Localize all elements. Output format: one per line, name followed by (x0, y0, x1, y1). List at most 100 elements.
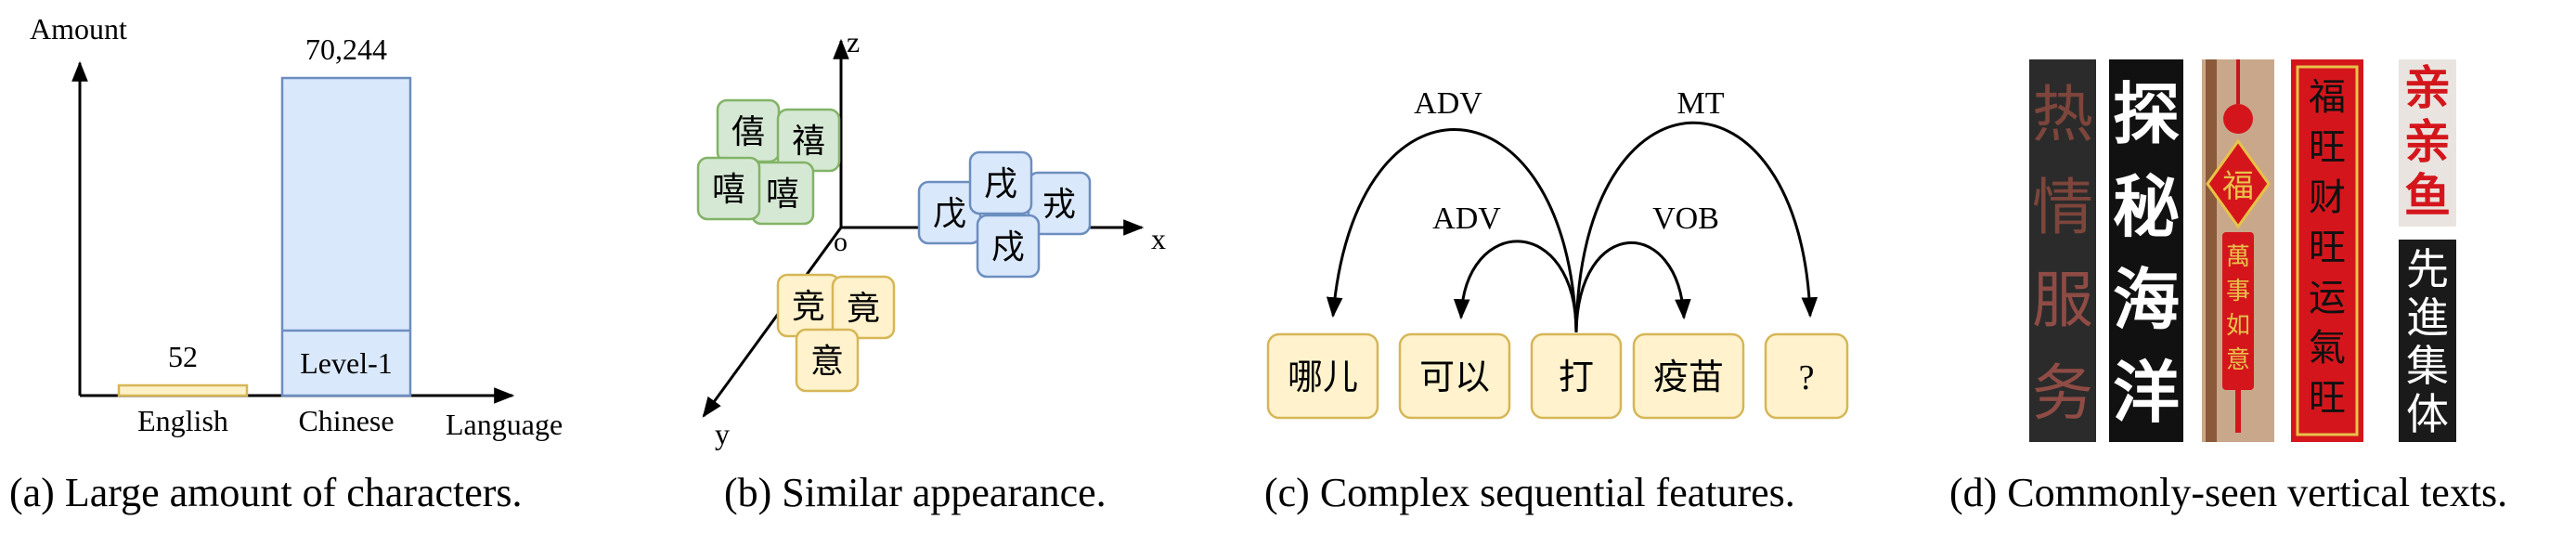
sign-char: 旺 (2309, 227, 2346, 269)
sign-char: 旺 (2309, 126, 2346, 169)
arc-vob (1574, 240, 1691, 333)
sign-char: 运 (2309, 277, 2346, 319)
yellow-char-group: 竞 竟 意 (776, 273, 896, 393)
blue-char-group: 戊 戎 戍 戌 (917, 150, 1092, 279)
sign-char: 先 (2406, 244, 2449, 294)
z-axis-label: z (847, 25, 860, 58)
sign-background (2291, 59, 2363, 442)
sign-char: 洋 (2113, 354, 2180, 432)
yellow-char: 意 (810, 343, 844, 381)
sign-char: 意 (2226, 346, 2250, 374)
token-box (1266, 332, 1379, 420)
sign-char: 探 (2113, 75, 2180, 153)
y-axis-3d-label: y (715, 417, 730, 450)
arc-adv-inner (1453, 240, 1578, 333)
bar-english-category: English (137, 404, 228, 437)
arc-adv-outer (1326, 128, 1578, 333)
x-axis-label: Language (446, 408, 563, 441)
wood-frame (2206, 59, 2217, 442)
token-text: 可以 (1419, 357, 1490, 397)
sign-char: 如 (2226, 312, 2250, 340)
sign-background (2399, 240, 2456, 442)
green-char: 禧 (792, 123, 825, 161)
yellow-char: 竟 (847, 290, 880, 328)
ornament-knot (2223, 104, 2253, 134)
vertical-sign: 先 進 集 体 (2399, 240, 2456, 442)
sign-char: 福 (2309, 76, 2346, 119)
green-char: 嘻 (712, 171, 745, 209)
vertical-couplet: 福 旺 财 旺 运 氣 旺 (2291, 59, 2363, 442)
arc-label-adv-outer: ADV (1414, 86, 1482, 121)
bar-english-value: 52 (168, 340, 198, 373)
ornament-body (2222, 232, 2254, 390)
blue-char-box (968, 150, 1033, 215)
panel-d: 热 情 服 务 探 秘 海 洋 福 萬 事 如 意 (2029, 59, 2456, 442)
ornament-diamond (2206, 138, 2271, 229)
green-char: 嘻 (766, 176, 799, 214)
token-text: 打 (1559, 357, 1594, 397)
yellow-char-box (795, 328, 860, 393)
token-box (1398, 332, 1511, 420)
bar-english (117, 384, 249, 397)
sign-char: 秘 (2113, 168, 2180, 246)
blue-char: 戎 (1042, 186, 1076, 224)
vertical-sign: 亲 亲 鱼 (2399, 59, 2456, 227)
bar-chinese (280, 76, 412, 397)
caption-b: (b) Similar appearance. (724, 470, 1107, 515)
green-char-box (696, 156, 761, 221)
sign-char: 旺 (2309, 377, 2346, 420)
sign-char: 热 (2032, 79, 2093, 150)
blue-char: 戍 (991, 228, 1025, 266)
green-char: 僖 (731, 113, 765, 151)
sign-char: 鱼 (2404, 169, 2451, 223)
token-text: 疫苗 (1653, 357, 1724, 397)
token-box (1632, 332, 1745, 420)
yellow-char: 竞 (792, 288, 825, 326)
x-axis-3d-label: x (1151, 222, 1166, 255)
sign-char: 体 (2406, 389, 2449, 439)
yellow-char-box (831, 275, 896, 340)
panel-a: Amount Language 52 English Level-1 70,24… (30, 12, 563, 441)
green-char-group: 僖 禧 嘻 嘻 (696, 98, 841, 226)
bar-chinese-category: Chinese (298, 404, 394, 437)
token-box (1764, 332, 1849, 420)
vertical-sign-ornament: 福 萬 事 如 意 (2202, 59, 2274, 442)
sign-char: 福 (2222, 168, 2254, 205)
origin-label: o (834, 227, 848, 257)
arc-label-adv-inner: ADV (1432, 202, 1501, 236)
sign-char: 萬 (2226, 243, 2250, 271)
sign-background (2109, 59, 2183, 442)
sign-char: 财 (2309, 176, 2346, 219)
arc-mt (1574, 121, 1819, 333)
bar-chinese-inner-label: Level-1 (300, 346, 393, 380)
arc-label-vob: VOB (1652, 202, 1719, 236)
sign-char: 服 (2032, 265, 2093, 336)
sign-char: 集 (2406, 341, 2449, 391)
y-axis-label: Amount (30, 12, 127, 46)
caption-a: (a) Large amount of characters. (9, 470, 523, 515)
sign-char: 务 (2032, 358, 2093, 429)
token-text: 哪儿 (1288, 357, 1358, 397)
bar-chinese-value: 70,244 (305, 32, 387, 66)
panel-c: ADV MT ADV VOB 哪儿 可以 打 疫苗 ? (1266, 86, 1849, 420)
sign-char: 進 (2406, 292, 2449, 343)
sign-char: 亲 (2404, 115, 2451, 169)
vertical-sign: 热 情 服 务 (2029, 59, 2096, 442)
sign-char: 海 (2113, 261, 2180, 339)
caption-d: (d) Commonly-seen vertical texts. (1949, 470, 2508, 515)
sign-char: 亲 (2404, 61, 2451, 115)
blue-char-box (976, 214, 1041, 279)
blue-char: 戊 (933, 195, 966, 233)
vertical-sign: 探 秘 海 洋 (2109, 59, 2183, 442)
couplet-border (2296, 65, 2359, 436)
caption-c: (c) Complex sequential features. (1264, 470, 1795, 515)
sign-char: 氣 (2309, 327, 2346, 370)
sign-background (2029, 59, 2096, 442)
panel-b: z x y o 僖 禧 嘻 嘻 戊 戎 戍 戌 竞 (696, 25, 1166, 450)
token-text: ? (1799, 358, 1815, 397)
y-axis-3d (702, 227, 843, 418)
blue-char: 戌 (984, 165, 1017, 203)
arc-label-mt: MT (1677, 86, 1725, 121)
token-box (1530, 332, 1623, 420)
